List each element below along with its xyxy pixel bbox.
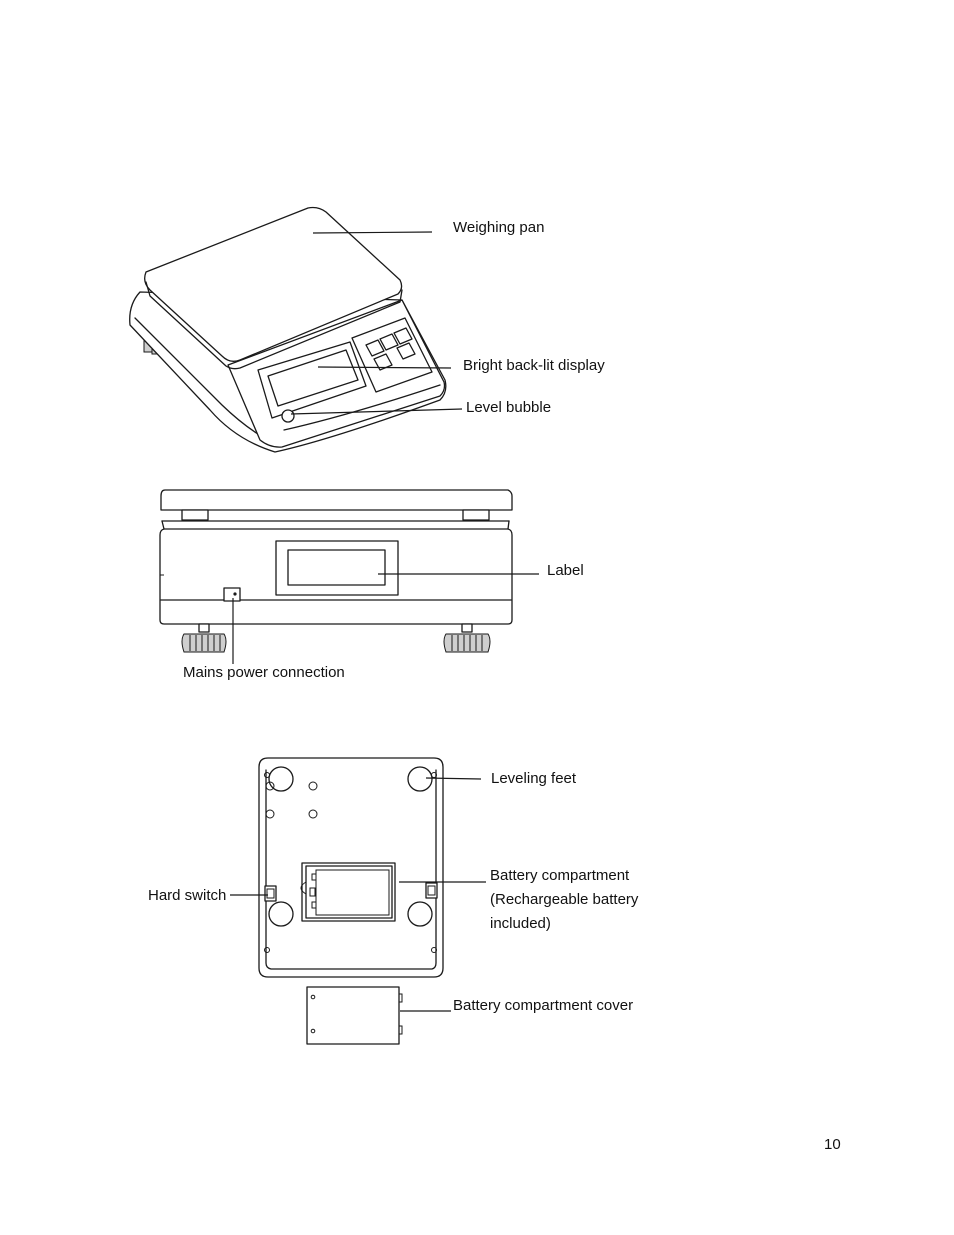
label-label: Label xyxy=(547,562,584,579)
label-battery-cover: Battery compartment cover xyxy=(453,997,634,1014)
label-battery-compartment-line2: (Rechargeable battery xyxy=(490,891,639,908)
page-number: 10 xyxy=(824,1136,841,1153)
label-mains-power: Mains power connection xyxy=(183,664,345,681)
label-hard-switch: Hard switch xyxy=(148,887,227,904)
scale-front-view-drawing xyxy=(159,489,513,653)
label-battery-compartment-line3: included) xyxy=(490,915,551,932)
label-display: Bright back-lit display xyxy=(463,357,605,374)
leader-lines xyxy=(230,231,539,1012)
label-battery-compartment-line1: Battery compartment xyxy=(490,867,630,884)
label-level-bubble: Level bubble xyxy=(466,399,552,416)
label-leveling-feet: Leveling feet xyxy=(491,770,577,787)
scale-bottom-view-drawing xyxy=(258,757,444,1045)
label-weighing-pan: Weighing pan xyxy=(453,219,545,236)
scale-perspective-drawing xyxy=(129,206,447,453)
